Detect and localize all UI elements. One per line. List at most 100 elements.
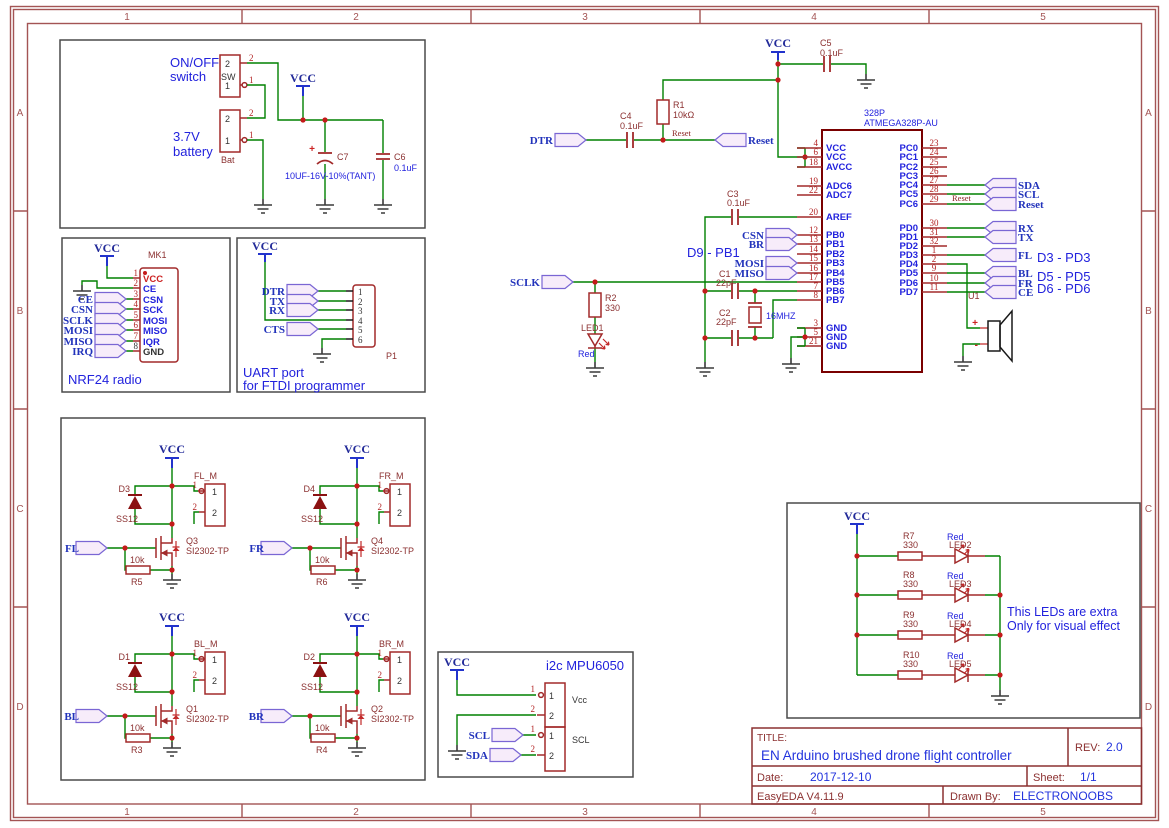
led-row[interactable]: R7 330 Red LED2 <box>856 531 1001 564</box>
pin-num: 7 <box>134 331 139 341</box>
pin-num: 2 <box>531 744 536 754</box>
power-note: switch <box>170 69 206 84</box>
led-row[interactable]: R10 330 Red LED5 <box>856 650 1001 683</box>
flag-label: MOSI <box>735 258 764 270</box>
flag-label: CSN <box>71 304 93 316</box>
pin-name: PC1 <box>900 152 919 163</box>
led-row[interactable]: R8 330 Red LED3 <box>856 570 1001 603</box>
mosfet-ref: Q4 <box>371 536 383 546</box>
buzzer-u1[interactable]: U1 + - <box>968 291 1013 364</box>
motor-driver-fl[interactable]: VCC FL_M 1 2 1 2 D3 SS12 FL Q3 SI2302-TP… <box>65 442 229 588</box>
ruler-col: 4 <box>811 807 817 818</box>
flag-label: BR <box>749 239 765 251</box>
net-flag-cts[interactable]: CTS <box>264 321 319 337</box>
vcc-port[interactable]: VCC <box>252 239 278 262</box>
pin-num: 6 <box>134 320 139 330</box>
clock-circuit: C3 0.1uF C1 22pF C2 22pF 16MHZ D9 - PB1 … <box>510 189 808 377</box>
capacitor-c3[interactable]: C3 0.1uF <box>727 189 751 225</box>
net-flag-dtr[interactable]: DTR <box>262 283 319 299</box>
flag-label: SDA <box>466 750 488 762</box>
net-flag-sda[interactable]: SDA <box>984 177 1040 193</box>
net-flag-sclk2[interactable]: SCLK <box>510 274 574 290</box>
capacitor-c4[interactable]: C4 0.1uF <box>620 111 644 148</box>
mosfet-ref: Q1 <box>186 704 198 714</box>
capacitor-c6[interactable]: C6 0.1uF <box>376 152 418 173</box>
net-flag-rx[interactable]: RX <box>269 302 319 318</box>
net-flag-mosi[interactable]: MOSI <box>64 322 127 338</box>
pin-num: 4 <box>358 316 363 326</box>
pin-num: 29 <box>930 194 940 204</box>
net-flag-sclk[interactable]: SCLK <box>63 312 127 328</box>
pin-num: 1 <box>397 487 402 497</box>
connector-p1[interactable]: 1 2 3 4 5 6 P1 <box>346 284 397 361</box>
crystal-16mhz[interactable]: 16MHZ <box>748 302 796 328</box>
net-flag-reset2[interactable]: Reset <box>984 196 1044 212</box>
switch-sw[interactable]: SW 2 1 2 1 <box>219 53 254 98</box>
net-flag-miso[interactable]: MISO <box>64 333 127 349</box>
led1[interactable]: LED1 Red <box>578 323 610 359</box>
net-flag-scl[interactable]: SCL <box>984 186 1039 202</box>
ruler-col: 2 <box>353 12 359 23</box>
led-row[interactable]: R9 330 Red LED4 <box>856 610 1001 643</box>
net-flag-sda2[interactable]: SDA <box>466 747 522 763</box>
resistor-r1[interactable]: R1 10kΩ <box>656 99 695 125</box>
wire <box>947 184 985 356</box>
net-flag-ce2[interactable]: CE <box>984 284 1033 300</box>
spi-flags: CSN BR MOSI MISO <box>735 227 798 281</box>
cap-ref: C3 <box>727 189 739 199</box>
vcc-port[interactable]: VCC <box>765 36 791 60</box>
pin-num: 1 <box>225 81 230 91</box>
capacitor-c1[interactable]: C1 22pF <box>716 269 739 299</box>
pin-num: 17 <box>809 272 819 282</box>
resistor-r2[interactable]: R2 330 <box>588 292 620 318</box>
net-flag-fl[interactable]: FL <box>984 247 1032 263</box>
net-flag-mosi2[interactable]: MOSI <box>735 255 798 271</box>
pin-num: 2 <box>249 108 254 118</box>
nrf24-module[interactable]: MK1 1 2 3 4 5 6 7 8 VCC CE CSN SCK MOSI … <box>133 250 179 363</box>
motor-driver-fr[interactable]: VCC FR_M 1 2 1 2 D4 SS12 FR Q4 SI2302-TP… <box>249 442 414 588</box>
net-flag-br2[interactable]: BR <box>749 236 798 252</box>
conn-label-vcc: Vcc <box>572 695 588 705</box>
capacitor-c2[interactable]: C2 22pF <box>716 308 739 346</box>
net-flag-csn2[interactable]: CSN <box>742 227 798 243</box>
pin-num: 9 <box>932 263 937 273</box>
capacitor-c5[interactable]: C5 0.1uF <box>820 38 844 72</box>
flag-label: FR <box>1018 278 1034 290</box>
motor-driver-br[interactable]: VCC BR_M 1 2 1 2 D2 SS12 BR Q2 SI2302-TP… <box>249 610 414 756</box>
gnd-symbol <box>253 198 273 214</box>
vcc-port[interactable]: VCC <box>844 509 870 534</box>
net-flag-ce[interactable]: CE <box>78 291 127 307</box>
pin-name: ADC7 <box>826 190 852 201</box>
vcc-port[interactable]: VCC <box>94 241 120 266</box>
net-flag-scl2[interactable]: SCL <box>469 727 524 743</box>
net-flag-tx[interactable]: TX <box>270 293 319 309</box>
flag-label: MISO <box>735 268 765 280</box>
motor-conn-label: BR_M <box>379 639 404 649</box>
pin-name: PB4 <box>826 268 845 279</box>
vcc-port[interactable]: VCC <box>290 71 316 96</box>
net-flag-miso2[interactable]: MISO <box>735 265 798 281</box>
res-ref: R2 <box>605 293 617 303</box>
power-section: ON/OFF switch 3.7V battery SW 2 1 2 1 Ba… <box>59 39 426 229</box>
net-flag-dtr2[interactable]: DTR <box>530 132 587 148</box>
net-flag-bl[interactable]: BL <box>984 265 1033 281</box>
net-flag-csn[interactable]: CSN <box>71 301 127 317</box>
mcu-atmega328p[interactable]: 328P ATMEGA328P-AU 4 6 18 19 22 20 12 13… <box>797 108 947 373</box>
power-note: battery <box>173 144 213 159</box>
res-ref: R10 <box>903 650 920 660</box>
net-flag-tx[interactable]: TX <box>984 229 1033 245</box>
flag-label: CTS <box>264 324 285 336</box>
net-flag-fr[interactable]: FR <box>984 275 1034 291</box>
flag-label: DTR <box>530 135 554 147</box>
pin-num: 2 <box>549 711 554 721</box>
pin-num: 16 <box>809 263 819 273</box>
motor-driver-bl[interactable]: VCC BL_M 1 2 1 2 D1 SS12 BL Q1 SI2302-TP… <box>64 610 229 756</box>
vcc-port[interactable]: VCC <box>444 655 470 680</box>
mpu-connector[interactable]: 1 2 1 2 1 2 1 2 Vcc SCL <box>531 682 590 772</box>
battery-bat[interactable]: Bat 2 1 2 1 <box>219 108 254 165</box>
net-flag-irq[interactable]: IRQ <box>72 343 127 359</box>
net-flag-rx[interactable]: RX <box>984 220 1034 236</box>
capacitor-c7[interactable]: + C7 10UF-16V-10%(TANT) <box>285 144 375 181</box>
pin-num: 7 <box>814 281 819 291</box>
net-flag-reset[interactable]: Reset <box>714 132 774 148</box>
